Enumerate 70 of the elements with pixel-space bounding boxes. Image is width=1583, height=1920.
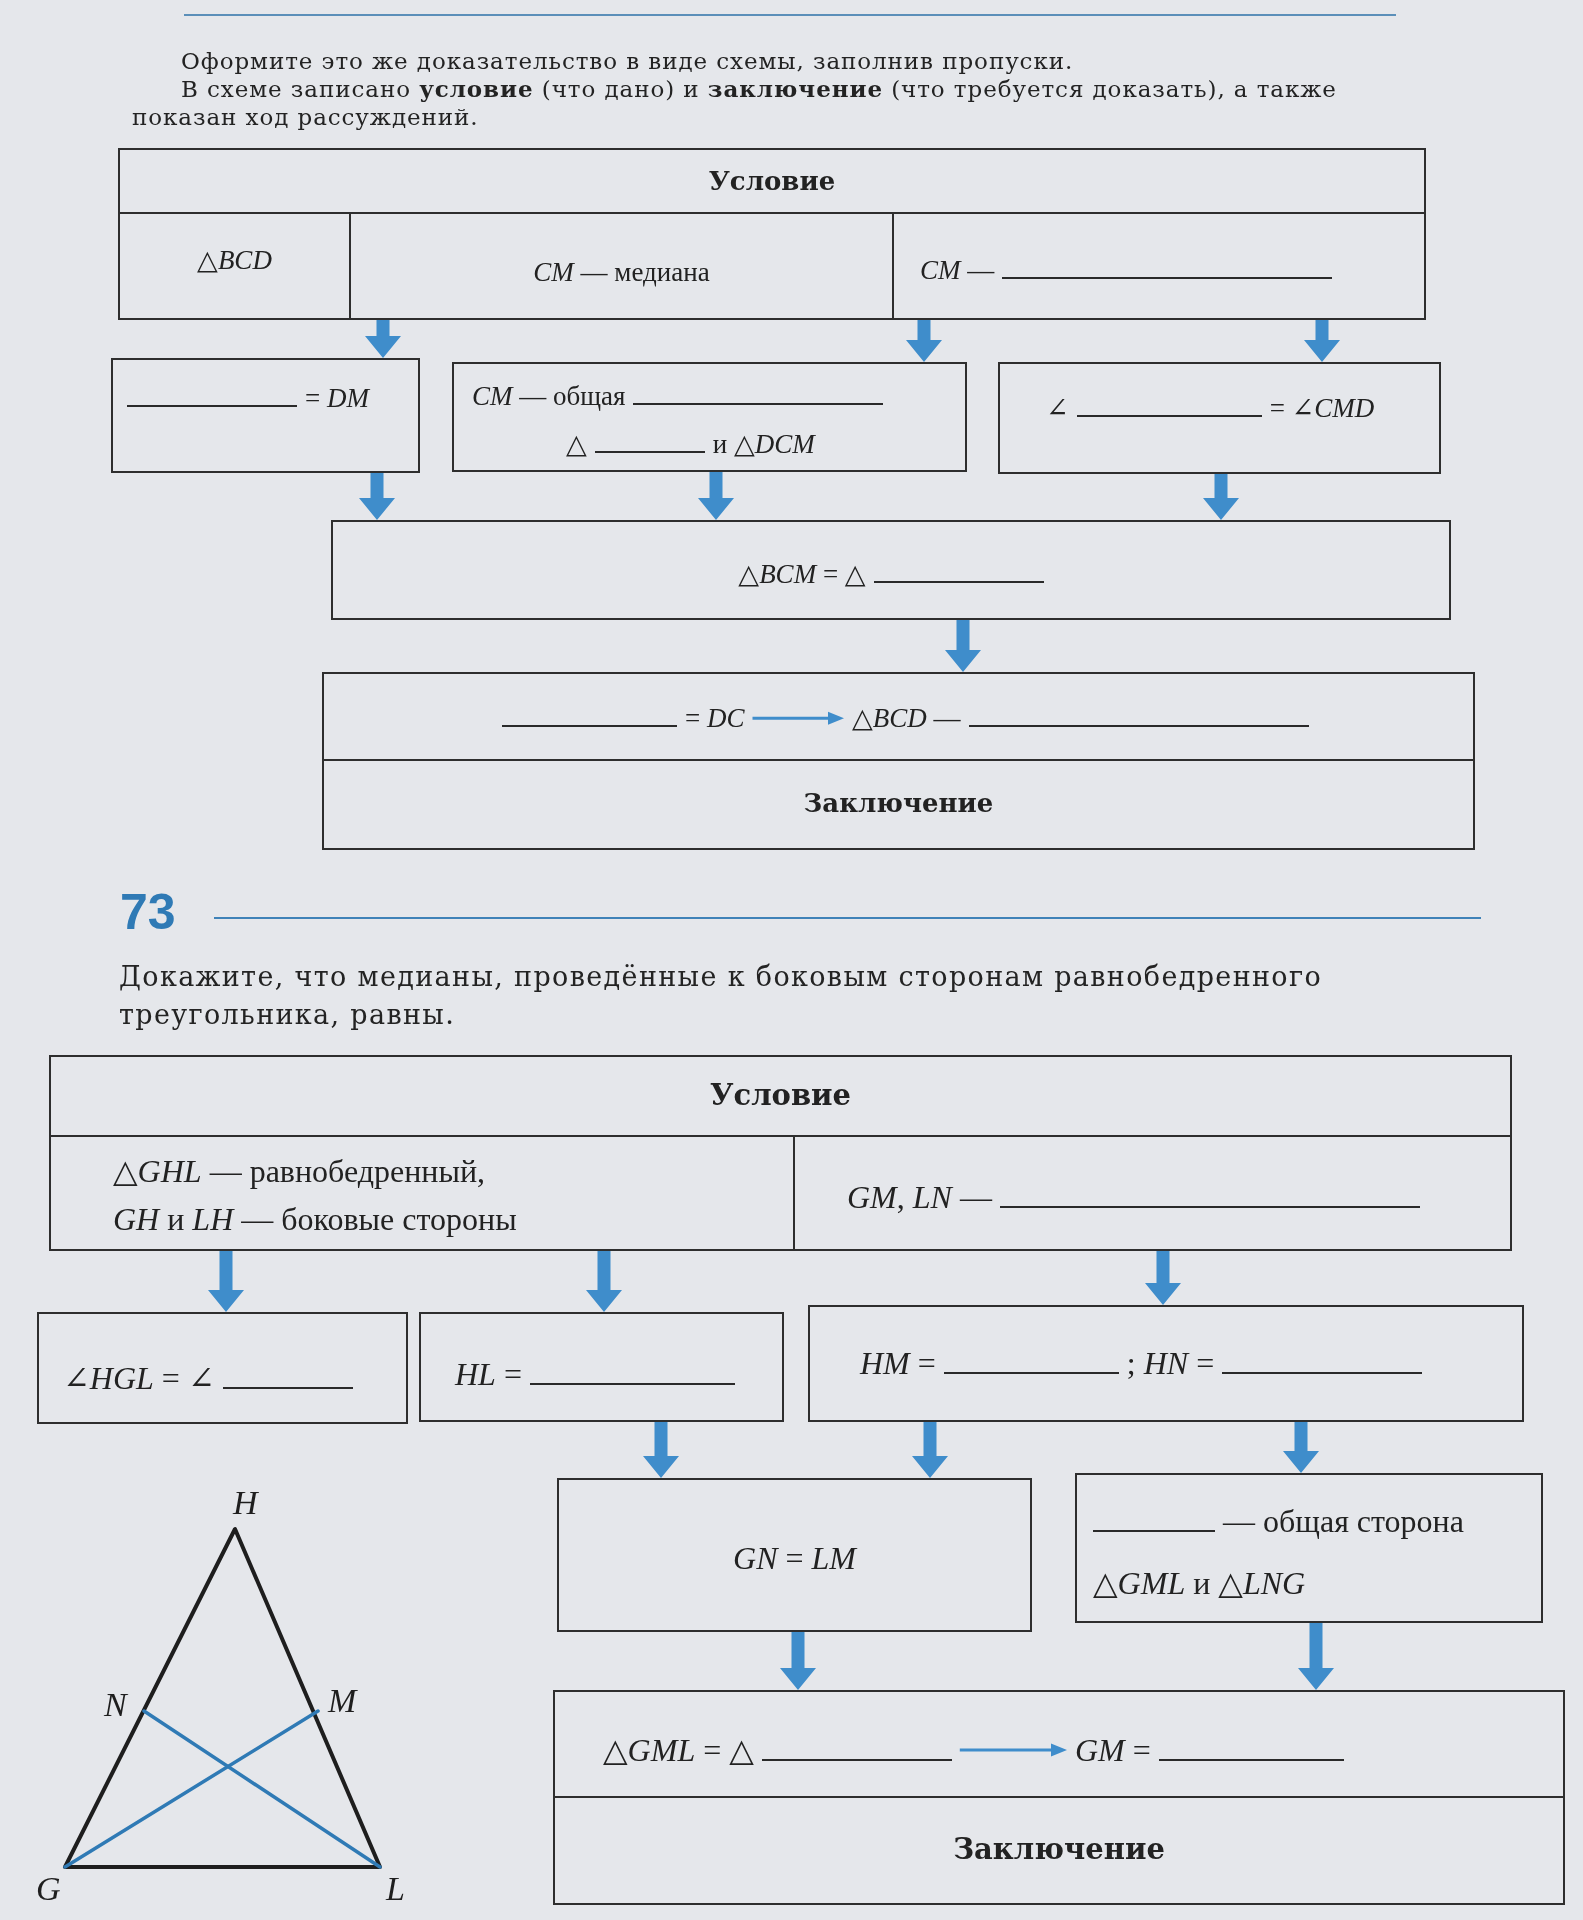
- arrow: [1283, 1422, 1319, 1473]
- table-heading: Условие: [709, 1077, 852, 1115]
- arrow: [945, 620, 981, 672]
- statement-text: = ∠CMD: [1269, 392, 1375, 425]
- arrow: [643, 1422, 679, 1478]
- statement-box: [1075, 1473, 1543, 1623]
- statement-text: CM —: [920, 254, 995, 287]
- statement-text: HL =: [455, 1355, 522, 1394]
- task-text: Докажите, что медианы, проведённые к боковым сторонам равнобедренного треугольника, равны.: [119, 960, 1324, 1032]
- arrow: [959, 1743, 1067, 1757]
- table-cell: [793, 1135, 1510, 1249]
- arrow: [752, 711, 844, 725]
- statement-box: [37, 1312, 408, 1424]
- conclusion-table: [553, 1690, 1565, 1905]
- arrow: [912, 1422, 948, 1478]
- condition-table: [49, 1055, 1512, 1251]
- statement-box: [557, 1478, 1032, 1632]
- instruction-text: Оформите это же доказательство в виде схемы, заполнив пропуски.: [181, 47, 1075, 75]
- statement-text: △BCM = △: [738, 558, 866, 591]
- statement-text: = DC: [685, 702, 745, 735]
- statement-text: △BCD: [197, 244, 272, 277]
- statement-text: GN = LM: [733, 1539, 856, 1578]
- statement-text: — общая сторона: [1223, 1502, 1464, 1541]
- arrow: [359, 473, 395, 520]
- vertex-label: N: [104, 1688, 127, 1722]
- conclusion-table: [322, 672, 1475, 850]
- arrow: [365, 318, 401, 358]
- arrow: [1203, 474, 1239, 520]
- arrow: [1145, 1249, 1181, 1305]
- arrow: [586, 1249, 622, 1312]
- vertex-label: L: [386, 1872, 405, 1906]
- vertex-label: H: [233, 1486, 258, 1520]
- statement-text: = DM: [305, 382, 369, 415]
- arrow: [780, 1632, 816, 1690]
- exercise-number: 73: [120, 884, 176, 940]
- statement-text: △GML и △LNG: [1093, 1564, 1306, 1603]
- statement-text: △GML = △: [603, 1731, 754, 1770]
- arrow: [906, 318, 942, 362]
- statement-text: GH и LH — боковые стороны: [113, 1200, 517, 1239]
- table-cell: [892, 212, 1424, 318]
- statement-text: ; HN =: [1126, 1344, 1215, 1383]
- statement-text: GM =: [1075, 1731, 1151, 1770]
- statement-box: [419, 1312, 784, 1422]
- statement-text: △: [566, 428, 587, 461]
- condition-table: [118, 148, 1426, 320]
- statement-text: CM — медиана: [533, 256, 710, 289]
- table-cell: [349, 212, 892, 318]
- statement-text: ∠HGL = ∠: [63, 1359, 215, 1398]
- vertex-label: M: [328, 1684, 357, 1718]
- statement-box: [808, 1305, 1524, 1422]
- statement-text: △BCD —: [852, 702, 961, 735]
- instruction-text: В схеме записано условие (что дано) и заключение (что требуется доказать), а также показан ход рассуждений.: [132, 75, 1338, 131]
- vertex-label: G: [36, 1872, 61, 1906]
- arrow: [208, 1249, 244, 1312]
- arrow: [698, 472, 734, 520]
- statement-box: [998, 362, 1441, 474]
- statement-text: и △DCM: [712, 428, 815, 461]
- table-heading: Заключение: [803, 787, 994, 820]
- statement-box: [331, 520, 1451, 620]
- arrow: [1304, 318, 1340, 362]
- statement-text: HM =: [860, 1344, 936, 1383]
- table-heading: Заключение: [953, 1830, 1165, 1868]
- statement-box: [452, 362, 967, 472]
- statement-text: GM, LN —: [847, 1178, 992, 1217]
- table-heading: Условие: [708, 164, 836, 198]
- statement-text: ∠: [1046, 392, 1069, 425]
- statement-text: △GHL — равнобедренный,: [113, 1152, 486, 1191]
- statement-box: [111, 358, 420, 473]
- statement-text: CM — общая: [472, 380, 626, 413]
- arrow: [1298, 1623, 1334, 1690]
